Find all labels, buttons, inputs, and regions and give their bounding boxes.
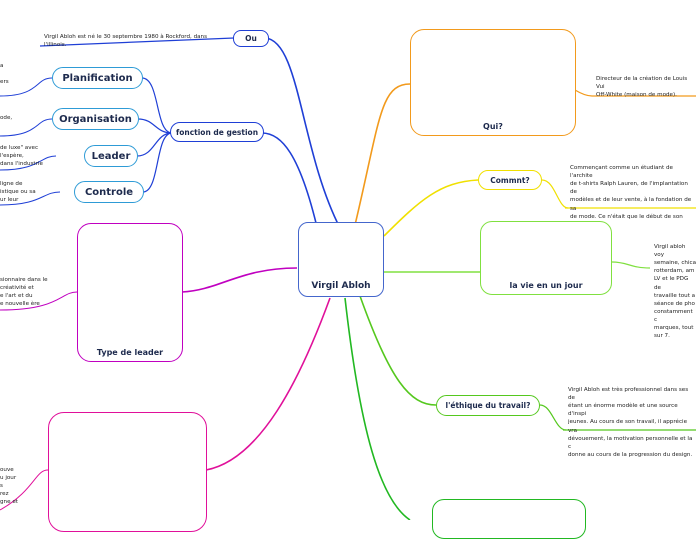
bottom-left-node[interactable] [48,412,207,532]
central-node[interactable]: Virgil Abloh [298,222,384,297]
connector-gestion [261,132,321,241]
connector-bottom-right [344,297,411,520]
ethique-note: Virgil Abloh est très professionnel dans… [568,387,693,458]
connector-controle [142,132,173,193]
connector-ou-note [39,37,235,47]
qui-note: Directeur de la création de Louis Vui Of… [596,76,688,99]
connector-type-leader [181,267,298,293]
ou-node[interactable]: Ou [233,30,269,47]
organisation-label: Organisation [59,113,132,125]
planification-label: Planification [62,72,133,84]
leader-note: de luxe" avec l'espère, dans l'industrie [0,145,43,168]
vie-label: la vie en un jour [509,281,583,290]
gestion-label: fonction de gestion [175,127,259,137]
central-title: Virgil Abloh [311,281,371,291]
ou-note: Virgil Abloh est né le 30 septembre 1980… [44,34,208,49]
comment-node[interactable]: Commnt? [478,170,542,190]
vie-node[interactable]: la vie en un jour [480,221,612,295]
connector-qui [354,83,411,226]
controle-label: Controle [84,186,134,198]
qui-label: Qui? [483,122,503,131]
controle-note: ligne de istique ou sa ur leur [0,181,36,204]
bottom-right-node[interactable] [432,499,586,539]
bottom-left-note: ouve u jour s rez gne et [0,467,18,506]
planification-note: a ers [0,63,9,86]
connector-ou [264,37,341,229]
organisation-note: ode, [0,115,13,121]
comment-label: Commnt? [490,175,530,185]
controle-node[interactable]: Controle [74,181,144,203]
connector-bottom-left [205,297,331,471]
ethique-node[interactable]: l'éthique du travail? [436,395,540,416]
organisation-node[interactable]: Organisation [52,108,139,130]
type-leader-note: sionnaire dans le créativité et e l'art … [0,277,48,308]
planification-node[interactable]: Planification [52,67,143,89]
type-leader-node[interactable]: Type de leader [77,223,183,362]
connector-organisation [137,118,173,134]
ou-label: Ou [245,34,257,43]
connector-planification [141,77,173,134]
qui-node[interactable]: Qui? [410,29,576,136]
leader-label: Leader [91,150,131,162]
ethique-label: l'éthique du travail? [445,401,531,410]
gestion-node[interactable]: fonction de gestion [170,122,264,142]
connector-leader [136,132,173,157]
connector-ethique [359,295,437,406]
connector-comment [383,179,479,237]
vie-note: Virgil abloh voy semaine, chica rotterda… [654,244,696,340]
type-leader-label: Type de leader [96,348,164,357]
leader-node[interactable]: Leader [84,145,138,167]
